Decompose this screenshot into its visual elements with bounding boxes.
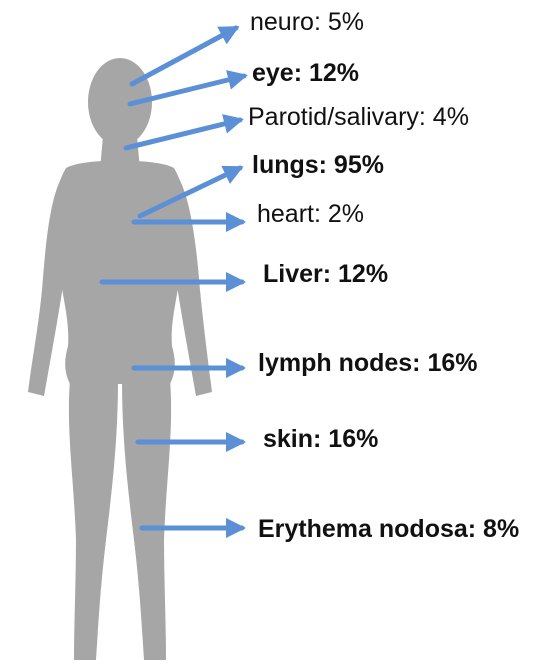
label-erythema-nodosa: Erythema nodosa: 8%	[258, 510, 548, 548]
label-skin: skin: 16%	[263, 424, 378, 454]
label-heart: heart: 2%	[257, 199, 364, 229]
label-neuro: neuro: 5%	[250, 7, 364, 37]
human-silhouette-icon	[28, 58, 212, 660]
label-lungs: lungs: 95%	[252, 150, 384, 180]
arrow-neuro	[132, 28, 236, 84]
label-lymph-nodes: lymph nodes: 16%	[258, 348, 478, 378]
label-eye: eye: 12%	[252, 58, 359, 88]
label-liver: Liver: 12%	[263, 259, 388, 289]
label-parotid: Parotid/salivary: 4%	[248, 102, 469, 132]
